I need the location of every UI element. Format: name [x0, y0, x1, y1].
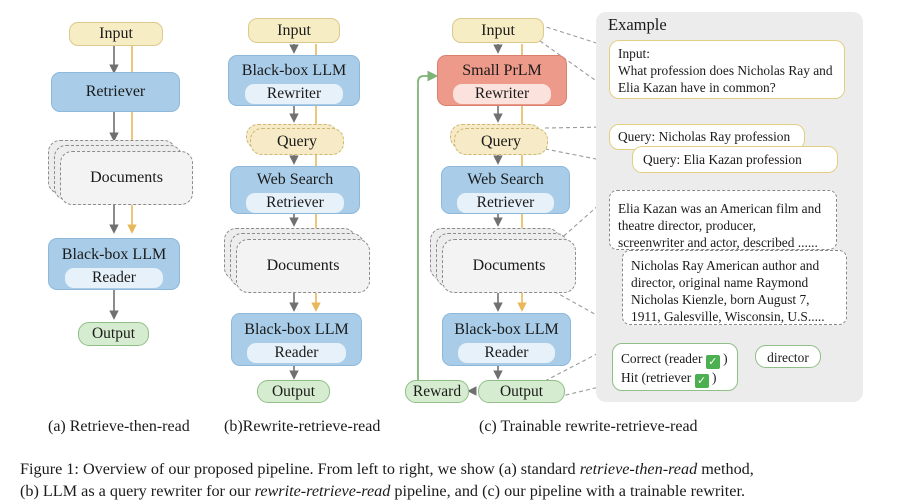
search-sub-b: Retriever: [246, 193, 344, 213]
reader-title-c: Black-box LLM: [454, 321, 559, 338]
reader-sub-a: Reader: [64, 268, 164, 288]
documents-node-c: Documents: [442, 239, 576, 293]
example-input-line-1: Input:: [618, 46, 650, 61]
query-node-b: Query: [250, 128, 344, 155]
reader-node-a: Black-box LLM Reader: [48, 238, 180, 290]
example-doc2-line-1: Nicholas Ray American author and: [631, 258, 820, 273]
input-node-c: Input: [452, 18, 544, 43]
figure-caption-label: Figure 1: Overview of our proposed pipel…: [20, 460, 580, 478]
documents-node-a: Documents: [60, 151, 193, 205]
rewriter-node-b: Black-box LLM Rewriter: [228, 55, 360, 106]
reader-sub-c: Reader: [458, 343, 555, 363]
example-correct-label: Correct (reader: [621, 351, 703, 366]
example-doc1-line-2: theatre director, producer,: [618, 218, 756, 233]
subcaption-c: (c) Trainable rewrite-retrieve-read: [479, 418, 698, 435]
example-hit-row: Hit (retriever ✓ ): [621, 369, 729, 388]
figure-caption-line2b: pipeline, and (c) our pipeline with a tr…: [390, 482, 746, 500]
input-label-b: Input: [277, 21, 311, 39]
example-doc1-line-3: screenwriter and actor, described ......: [618, 235, 818, 250]
query-label-b: Query: [277, 132, 317, 150]
query-label-c: Query: [481, 132, 521, 150]
example-query-2: Query: Elia Kazan profession: [643, 152, 802, 167]
search-node-c: Web Search Retriever: [441, 166, 570, 214]
example-answer-card: director: [755, 345, 821, 368]
example-query-card-2: Query: Elia Kazan profession: [632, 146, 838, 173]
example-hit-close: ): [708, 370, 717, 385]
reward-label-c: Reward: [412, 382, 462, 400]
search-node-b: Web Search Retriever: [230, 166, 360, 214]
search-title-b: Web Search: [256, 171, 334, 188]
rewriter-sub-b: Rewriter: [244, 84, 344, 104]
query-node-c: Query: [454, 128, 548, 155]
example-correct-row: Correct (reader ✓ ): [621, 350, 729, 369]
example-metrics-card: Correct (reader ✓ ) Hit (retriever ✓ ): [612, 343, 738, 391]
output-node-b: Output: [257, 380, 330, 403]
documents-node-b: Documents: [236, 239, 370, 293]
output-node-a: Output: [78, 322, 149, 346]
example-doc-card-2: Nicholas Ray American author and directo…: [622, 250, 847, 325]
output-label-b: Output: [271, 382, 316, 400]
rewriter-sub-c: Rewriter: [453, 84, 551, 104]
example-hit-label: Hit (retriever: [621, 370, 692, 385]
example-query-1: Query: Nicholas Ray profession: [618, 129, 791, 144]
search-sub-c: Retriever: [457, 193, 554, 213]
retriever-label-a: Retriever: [85, 83, 146, 100]
reader-sub-b: Reader: [247, 343, 346, 363]
example-correct-close: ): [719, 351, 728, 366]
reader-title-a: Black-box LLM: [61, 246, 167, 263]
example-query-card-1: Query: Nicholas Ray profession: [609, 124, 805, 150]
documents-label-a: Documents: [90, 169, 163, 186]
output-label-c: Output: [499, 382, 544, 400]
output-node-c: Output: [478, 380, 565, 403]
subcaption-a: (a) Retrieve-then-read: [48, 418, 190, 435]
example-doc2-line-4: 1911, Galesville, Wisconsin, U.S.....: [631, 309, 825, 324]
example-doc2-line-3: Nicholas Kienzle, born August 7,: [631, 292, 810, 307]
figure-caption-line2a: (b) LLM as a query rewriter for our: [20, 482, 255, 500]
example-title: Example: [608, 15, 667, 34]
retriever-node-a: Retriever: [51, 72, 180, 112]
figure-caption: Figure 1: Overview of our proposed pipel…: [20, 458, 915, 502]
example-answer: director: [767, 350, 809, 365]
documents-label-c: Documents: [472, 257, 546, 274]
reader-node-b: Black-box LLM Reader: [231, 313, 362, 366]
rewriter-title-b: Black-box LLM: [241, 62, 347, 79]
example-doc2-line-2: director, original name Raymond: [631, 275, 809, 290]
input-label-c: Input: [481, 21, 515, 39]
reward-node-c: Reward: [405, 380, 469, 403]
reader-node-c: Black-box LLM Reader: [442, 313, 571, 366]
rewriter-title-c: Small PrLM: [462, 62, 542, 79]
subcaption-b: (b)Rewrite-retrieve-read: [224, 418, 381, 435]
check-icon: ✓: [705, 355, 720, 369]
input-node-a: Input: [69, 22, 163, 46]
example-input-line-2: What profession does Nicholas Ray and: [618, 63, 833, 78]
input-node-b: Input: [248, 18, 340, 43]
example-input-card: Input: What profession does Nicholas Ray…: [609, 40, 845, 99]
search-title-c: Web Search: [467, 171, 544, 188]
example-input-line-3: Elia Kazan have in common?: [618, 80, 776, 95]
figure-caption-mid1: method,: [697, 460, 754, 478]
output-label-a: Output: [91, 325, 136, 342]
example-doc-card-1: Elia Kazan was an American film and thea…: [609, 190, 837, 250]
rewriter-node-c: Small PrLM Rewriter: [437, 55, 567, 106]
input-label-a: Input: [99, 25, 133, 42]
check-icon: ✓: [694, 374, 709, 388]
reader-title-b: Black-box LLM: [244, 321, 349, 338]
figure-caption-em2: rewrite-retrieve-read: [254, 482, 391, 500]
figure-caption-em1: retrieve-then-read: [579, 460, 698, 478]
documents-label-b: Documents: [266, 257, 340, 274]
example-doc1-line-1: Elia Kazan was an American film and: [618, 201, 822, 216]
